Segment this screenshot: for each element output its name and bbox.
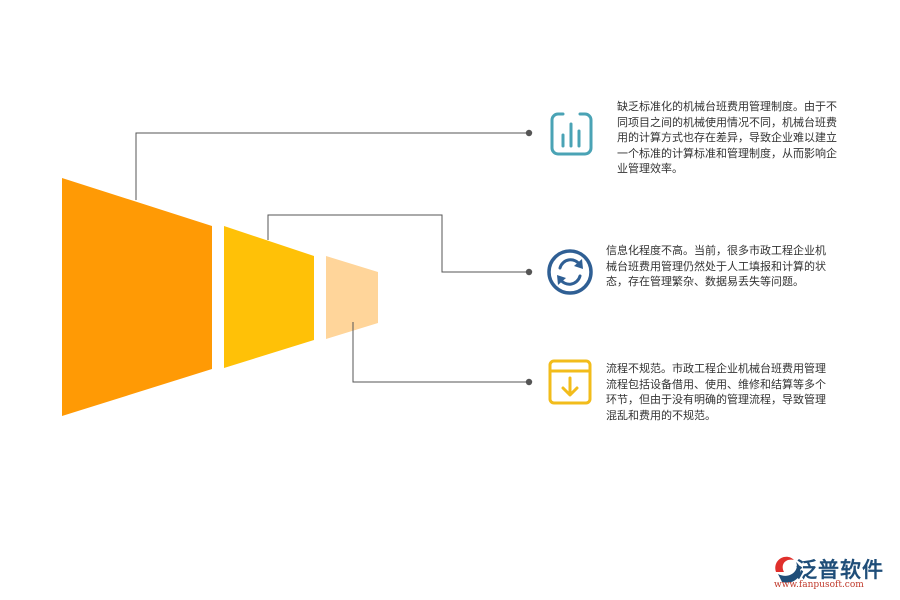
logo-url: www.fanpusoft.com	[774, 580, 864, 590]
funnel-segment-3	[326, 256, 378, 339]
funnel-segment-2	[224, 226, 314, 368]
refresh-icon	[547, 249, 593, 295]
company-logo: 泛普软件 www.fanpusoft.com	[768, 550, 896, 598]
item-text-2: 信息化程度不高。当前，很多市政工程企业机械台班费用管理仍然处于人工填报和计算的状…	[606, 244, 826, 288]
connector-dot-1	[525, 129, 533, 137]
logo-mark-icon	[775, 556, 801, 583]
connector-line-1	[135, 132, 527, 200]
logo-name: 泛普软件	[796, 558, 884, 582]
connector-dot-3	[525, 378, 533, 386]
connector-line-2	[267, 214, 527, 273]
item-text-1: 缺乏标准化的机械台班费用管理制度。由于不同项目之间的机械使用情况不同，机械台班费…	[617, 100, 837, 175]
connector-dot-2	[525, 268, 533, 276]
bar-chart-icon	[550, 112, 593, 156]
download-box-icon	[548, 359, 592, 405]
connector-line-3	[352, 322, 527, 383]
funnel-segment-1	[62, 178, 212, 416]
item-text-3: 流程不规范。市政工程企业机械台班费用管理流程包括设备借用、使用、维修和结算等多个…	[606, 362, 826, 422]
